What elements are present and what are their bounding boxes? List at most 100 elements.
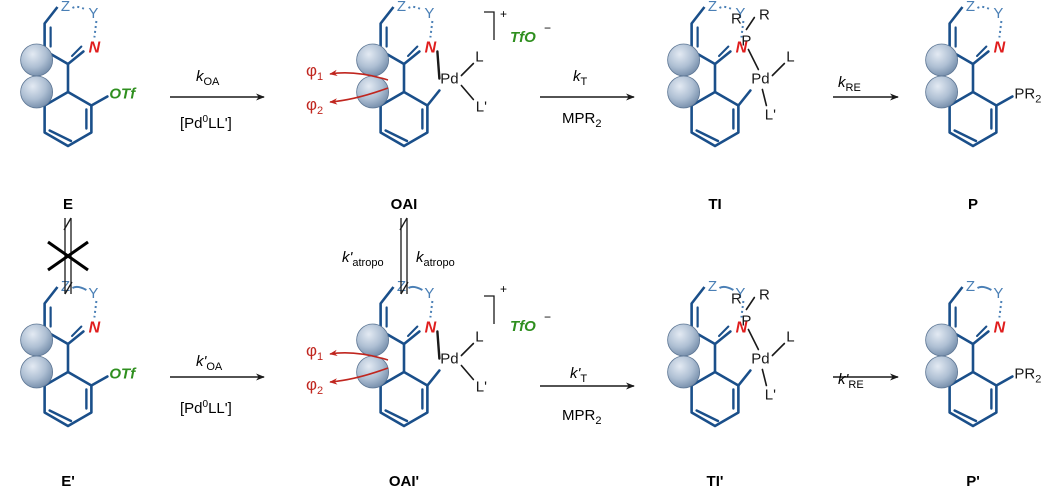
double-bond: [384, 409, 409, 423]
pd-L-prime-bond: [761, 368, 768, 387]
c-n-bond: [66, 330, 85, 346]
dashed-bond: [429, 300, 434, 318]
pd-L-bond: [771, 62, 786, 77]
svg-text:katropo: katropo: [416, 249, 455, 269]
ligand-L-prime: L': [476, 379, 487, 396]
c-n-bond: [713, 50, 732, 66]
sphere-top: [925, 323, 959, 357]
svg-text:[Pd0LL']: [Pd0LL']: [180, 114, 232, 132]
azine-ring: [690, 286, 716, 346]
double-bond: [718, 45, 730, 57]
c-n-bond: [402, 330, 421, 346]
phi2-label: φ2: [306, 95, 323, 117]
atom-Pd: Pd: [440, 71, 458, 88]
n-pd-bond: [436, 330, 441, 360]
atom-P: P: [741, 313, 751, 330]
bracket-charge-bottom: +: [500, 282, 507, 296]
double-bond: [953, 129, 978, 143]
arrow-label-bot1: k'OA [Pd0LL']: [180, 353, 232, 417]
dashed-bond: [718, 285, 734, 291]
double-bond: [48, 129, 73, 143]
sphere-top: [20, 43, 54, 77]
charge-bracket: [484, 11, 495, 40]
azine-ring: [379, 286, 405, 346]
double-bond: [384, 129, 409, 143]
sphere-top: [667, 43, 701, 77]
c-n-bond: [971, 50, 990, 66]
c-n-bond: [971, 330, 990, 346]
atom-Y: Y: [993, 5, 1003, 22]
pd-P-bond: [747, 328, 760, 351]
svg-text:kT: kT: [573, 68, 588, 88]
dashed-bond: [71, 285, 87, 291]
P-R-bond: [745, 16, 756, 31]
svg-text:MPR2: MPR2: [562, 110, 601, 130]
arrow-label-top1: kOA [Pd0LL']: [180, 68, 232, 132]
atom-Y: Y: [424, 285, 434, 302]
pd-L-prime-bond: [460, 84, 475, 101]
c-pd-bond: [426, 369, 441, 387]
svg-text:[Pd0LL']: [Pd0LL']: [180, 399, 232, 417]
benzene-ring: [43, 90, 93, 148]
phi2-label: φ2: [306, 375, 323, 397]
dashed-bond: [71, 5, 87, 11]
benzene-ring: [690, 90, 740, 148]
atom-Z: Z: [397, 0, 406, 15]
dashed-bond: [429, 20, 434, 38]
substituent-R: R: [731, 11, 742, 28]
benzene-ring: [948, 370, 998, 428]
atom-Z: Z: [966, 0, 975, 15]
c-otf-bond: [90, 375, 109, 387]
double-bond: [695, 409, 720, 423]
label-TI-prime: TI': [707, 473, 724, 490]
arrow-label-bot2: k'T MPR2: [562, 365, 601, 427]
dashed-bond: [407, 285, 423, 291]
atom-N: N: [994, 320, 1006, 337]
dashed-bond: [407, 5, 423, 11]
eq-half-head: [63, 217, 72, 231]
double-bond: [71, 45, 83, 57]
dashed-bond: [998, 300, 1003, 318]
dashed-bond: [93, 20, 98, 38]
double-bond: [718, 325, 730, 337]
benzene-ring: [379, 370, 429, 428]
label-OAI-prime: OAI': [389, 473, 419, 490]
atom-Y: Y: [993, 285, 1003, 302]
phi2-arrow: [329, 367, 389, 385]
phi2-arrow: [329, 87, 389, 105]
atom-P: P: [741, 33, 751, 50]
svg-text:k'atropo: k'atropo: [342, 249, 384, 269]
label-OAI: OAI: [391, 196, 418, 213]
counterion-bottom: TfO: [510, 318, 536, 335]
azine-ring: [690, 6, 716, 66]
pd-L-bond: [460, 342, 475, 357]
phi1-arrow: [329, 349, 389, 361]
c-n-bond: [713, 330, 732, 346]
dashed-bond: [93, 300, 98, 318]
label-P: P: [968, 196, 978, 213]
azine-ring: [948, 286, 974, 346]
svg-text:k'OA: k'OA: [196, 353, 223, 373]
label-P-prime: P': [966, 473, 980, 490]
double-bond: [48, 409, 73, 423]
double-bond: [976, 45, 988, 57]
phi1-label: φ1: [306, 341, 323, 363]
block-cross: [47, 240, 89, 272]
ligand-L: L: [475, 49, 483, 66]
arrow-label-top2: kT MPR2: [562, 68, 601, 130]
ligand-L: L: [786, 329, 794, 346]
atom-N: N: [736, 320, 748, 337]
dashed-bond: [718, 5, 734, 11]
sphere-top: [356, 323, 390, 357]
ligand-L-prime: L': [765, 107, 776, 124]
c-n-bond: [66, 50, 85, 66]
substituent-R: R: [731, 291, 742, 308]
sphere-bottom: [925, 355, 959, 389]
svg-text:k'RE: k'RE: [838, 371, 864, 391]
double-bond: [407, 325, 419, 337]
